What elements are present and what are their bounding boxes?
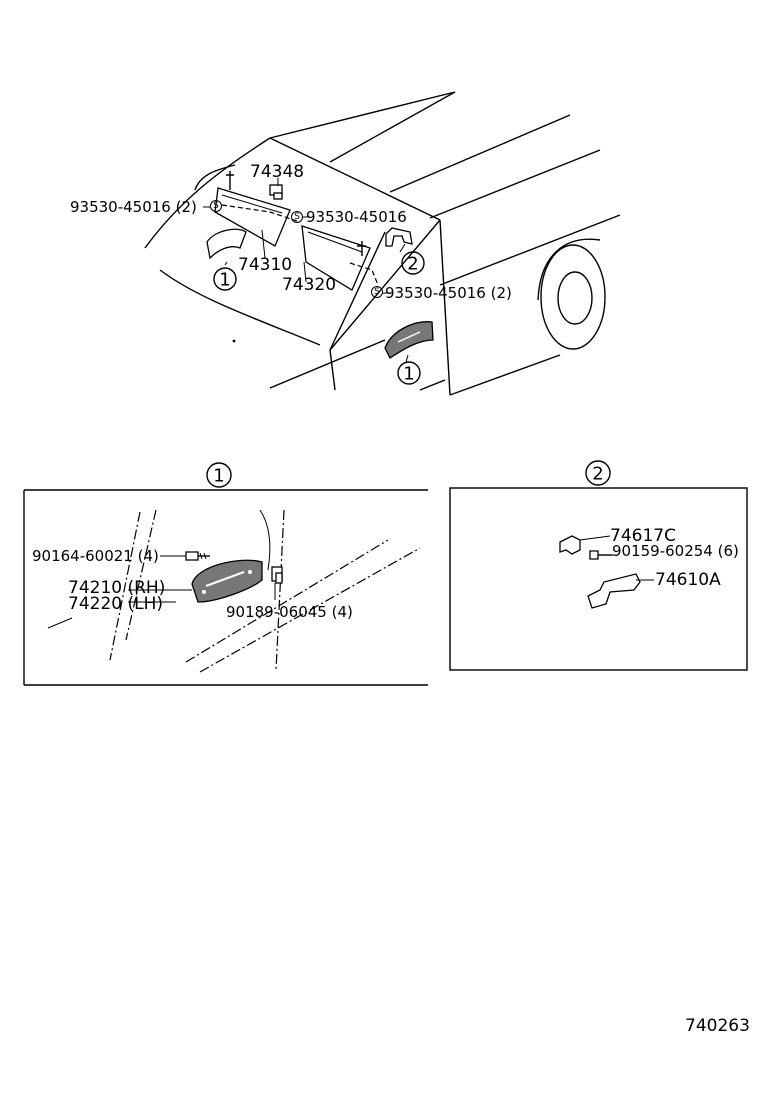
svg-text:S: S <box>294 212 300 222</box>
screw-mark-right: S <box>371 286 383 298</box>
label-74310: 74310 <box>238 255 292 275</box>
label-74610a: 74610A <box>655 570 721 590</box>
inside-handle-74210 <box>191 559 263 603</box>
label-93530-mid: 93530-45016 <box>306 208 407 226</box>
label-74617c: 74617C <box>610 526 676 546</box>
assist-grip-74610a <box>587 573 641 609</box>
label-74320: 74320 <box>282 275 336 295</box>
label-74210: 74210 (RH) <box>68 578 165 598</box>
sun-visor-74310 <box>214 187 291 247</box>
svg-text:1: 1 <box>403 364 414 385</box>
label-90159: 90159-60254 (6) <box>612 542 739 560</box>
svg-text:1: 1 <box>219 270 230 291</box>
svg-text:1: 1 <box>213 466 224 487</box>
sun-visor-74320 <box>301 225 371 291</box>
label-90164: 90164-60021 (4) <box>32 547 159 565</box>
screw-90159 <box>589 550 612 560</box>
screw-mark-left: S <box>210 200 222 212</box>
visor-pivot-left <box>226 171 234 190</box>
svg-text:S: S <box>374 287 380 297</box>
clip-90189 <box>271 566 283 584</box>
svg-text:S: S <box>213 201 219 211</box>
detail-2-callout: 2 <box>585 460 611 486</box>
door-inside-handle <box>384 321 434 359</box>
svg-text:2: 2 <box>407 254 418 275</box>
callout-2-overview: 2 <box>401 251 425 275</box>
svg-text:2: 2 <box>592 464 603 485</box>
callout-1-right: 1 <box>397 361 421 385</box>
figure-code: 740263 <box>685 1016 750 1036</box>
assist-grip-left <box>206 228 247 260</box>
label-93530-right: 93530-45016 (2) <box>385 284 512 302</box>
label-93530-left: 93530-45016 (2) <box>70 198 197 216</box>
detail-1-callout: 1 <box>206 462 232 488</box>
label-74220: 74220 (LH) <box>68 594 163 614</box>
vehicle-overview <box>144 91 621 396</box>
screw-mark-mid: S <box>291 211 303 223</box>
detail-1-panel: 1 <box>23 462 428 686</box>
callout-1-left: 1 <box>213 267 237 291</box>
detail-2-panel: 2 74617C 90159-60254 (6) 74610A <box>449 460 748 671</box>
bracket-74617c <box>559 535 581 555</box>
assist-grip-pillar <box>385 227 413 247</box>
label-74348: 74348 <box>250 162 304 182</box>
overview-leaders <box>221 178 409 363</box>
visor-holder-74348 <box>269 184 283 200</box>
label-90189: 90189-06045 (4) <box>226 603 353 621</box>
visor-pivot-right <box>357 241 366 256</box>
screw-90164 <box>185 551 210 561</box>
